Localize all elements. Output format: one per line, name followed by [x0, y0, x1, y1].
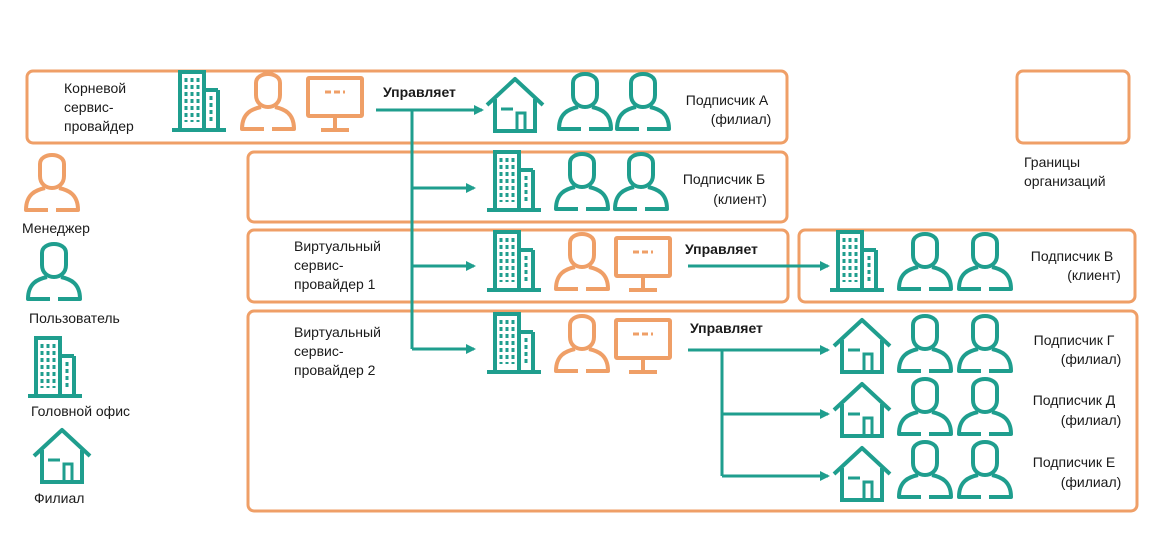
root-provider-label-1: Корневой — [64, 80, 126, 96]
user-icon — [897, 314, 953, 373]
virtual-provider-1-label-3: провайдер 1 — [294, 276, 376, 292]
virtual-provider-1-label-1: Виртуальный — [294, 238, 381, 254]
building-icon — [485, 312, 543, 374]
user-icon — [957, 377, 1013, 436]
legend-boundary-swatch — [1015, 69, 1131, 145]
root-provider-boundary — [25, 69, 789, 145]
user-icon — [557, 72, 613, 131]
building-icon — [828, 230, 886, 292]
legend-manager-icon — [24, 153, 80, 212]
user-icon — [957, 232, 1013, 291]
subscriber-b-name: Подписчик Б — [683, 171, 765, 187]
user-icon — [897, 440, 953, 499]
subscriber-e-name: Подписчик Е — [1033, 454, 1115, 470]
user-icon — [615, 72, 671, 131]
legend-manager-label: Менеджер — [22, 220, 90, 236]
building-icon — [485, 150, 543, 212]
subscriber-a-name: Подписчик А — [686, 92, 769, 108]
building-icon — [485, 230, 543, 292]
house-icon — [832, 382, 892, 438]
house-icon — [485, 77, 545, 133]
manager-icon — [554, 314, 610, 373]
monitor-icon — [614, 318, 672, 374]
subscriber-g-type: (филиал) — [1061, 351, 1122, 367]
user-icon — [613, 152, 669, 211]
legend-head-office-icon — [26, 336, 84, 398]
vp1-manages-label: Управляет — [685, 241, 758, 257]
user-icon — [957, 440, 1013, 499]
subscriber-g-name: Подписчик Г — [1034, 332, 1115, 348]
virtual-provider-1-label-2: сервис- — [294, 257, 344, 273]
manager-icon — [240, 72, 296, 131]
subscriber-v-name: Подписчик В — [1031, 248, 1113, 264]
user-icon — [957, 314, 1013, 373]
legend-branch-label: Филиал — [34, 490, 84, 506]
root-manages-label: Управляет — [383, 84, 456, 100]
legend-user-icon — [26, 242, 82, 301]
subscriber-d-name: Подписчик Д — [1033, 392, 1116, 408]
house-icon — [832, 446, 892, 502]
subscriber-b-type: (клиент) — [713, 191, 767, 207]
legend-branch-icon — [32, 428, 92, 484]
monitor-icon — [614, 236, 672, 292]
user-icon — [554, 152, 610, 211]
root-provider-label-2: сервис- — [64, 99, 114, 115]
subscriber-d-type: (филиал) — [1061, 412, 1122, 428]
legend-boundaries-label-1: Границы — [1024, 154, 1080, 170]
virtual-provider-2-label-2: сервис- — [294, 343, 344, 359]
vp2-manages-label: Управляет — [690, 320, 763, 336]
subscriber-v-type: (клиент) — [1067, 267, 1121, 283]
subscriber-a-type: (филиал) — [711, 111, 772, 127]
user-icon — [897, 232, 953, 291]
manager-icon — [554, 232, 610, 291]
building-icon — [170, 70, 228, 132]
connectors — [376, 105, 830, 481]
subscriber-e-type: (филиал) — [1061, 474, 1122, 490]
legend-user-label: Пользователь — [29, 310, 120, 326]
legend-boundaries-label-2: организаций — [1024, 173, 1106, 189]
virtual-provider-2-label-3: провайдер 2 — [294, 362, 376, 378]
user-icon — [897, 377, 953, 436]
monitor-icon — [306, 76, 364, 132]
legend-head-office-label: Головной офис — [31, 403, 130, 419]
house-icon — [832, 318, 892, 374]
virtual-provider-2-boundary — [246, 309, 1139, 513]
root-provider-label-3: провайдер — [64, 118, 134, 134]
virtual-provider-2-label-1: Виртуальный — [294, 324, 381, 340]
